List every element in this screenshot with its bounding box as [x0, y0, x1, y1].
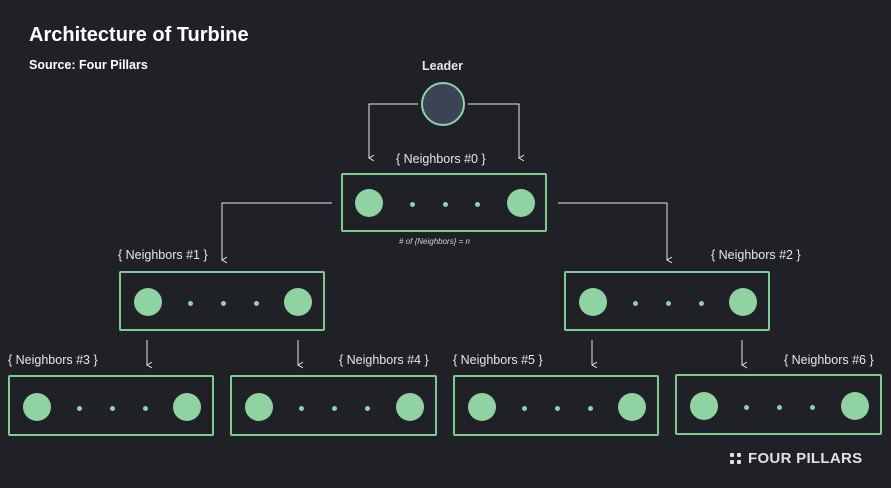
neighbors-box-6	[675, 374, 882, 435]
node	[173, 393, 201, 421]
ellipsis-dot	[410, 202, 415, 207]
group-label-n2: { Neighbors #2 }	[711, 248, 801, 262]
arrow-n0-n2	[558, 202, 673, 264]
ellipsis-dot	[221, 301, 226, 306]
ellipsis-dot	[475, 202, 480, 207]
group-label-n4: { Neighbors #4 }	[339, 353, 429, 367]
node	[690, 392, 718, 420]
leader-label: Leader	[422, 59, 463, 73]
neighbors-box-3	[8, 375, 214, 436]
brand-name: FOUR PILLARS	[748, 450, 863, 467]
leader-node	[421, 82, 465, 126]
node	[841, 392, 869, 420]
node	[355, 189, 383, 217]
ellipsis-dot	[633, 301, 638, 306]
neighbors-box-0	[341, 173, 547, 232]
group-label-n3: { Neighbors #3 }	[8, 353, 98, 367]
diagram-source: Source: Four Pillars	[29, 58, 148, 72]
node	[507, 189, 535, 217]
ellipsis-dot	[188, 301, 193, 306]
ellipsis-dot	[810, 405, 815, 410]
diagram-title: Architecture of Turbine	[29, 24, 249, 46]
node	[23, 393, 51, 421]
ellipsis-dot	[254, 301, 259, 306]
ellipsis-dot	[522, 406, 527, 411]
node	[579, 288, 607, 316]
ellipsis-dot	[699, 301, 704, 306]
group-label-n1: { Neighbors #1 }	[118, 248, 208, 262]
node	[618, 393, 646, 421]
ellipsis-dot	[777, 405, 782, 410]
ellipsis-dot	[555, 406, 560, 411]
ellipsis-dot	[332, 406, 337, 411]
neighbors-count-note: # of {Neighbors} = n	[399, 237, 470, 246]
arrow-leader-right	[468, 103, 525, 162]
ellipsis-dot	[365, 406, 370, 411]
neighbors-box-5	[453, 375, 659, 436]
group-label-n6: { Neighbors #6 }	[784, 353, 874, 367]
ellipsis-dot	[110, 406, 115, 411]
node	[396, 393, 424, 421]
ellipsis-dot	[744, 405, 749, 410]
node	[468, 393, 496, 421]
neighbors-box-2	[564, 271, 770, 331]
neighbors-box-4	[230, 375, 437, 436]
ellipsis-dot	[143, 406, 148, 411]
four-pillars-icon	[730, 453, 741, 464]
group-label-n5: { Neighbors #5 }	[453, 353, 543, 367]
ellipsis-dot	[77, 406, 82, 411]
ellipsis-dot	[588, 406, 593, 411]
ellipsis-dot	[299, 406, 304, 411]
node	[134, 288, 162, 316]
brand-logo: FOUR PILLARS	[730, 450, 862, 467]
neighbors-box-1	[119, 271, 325, 331]
arrow-n0-n1	[221, 202, 332, 264]
arrow-leader-left	[368, 103, 418, 162]
node	[729, 288, 757, 316]
group-label-n0: { Neighbors #0 }	[396, 152, 486, 166]
node	[245, 393, 273, 421]
ellipsis-dot	[666, 301, 671, 306]
node	[284, 288, 312, 316]
ellipsis-dot	[443, 202, 448, 207]
